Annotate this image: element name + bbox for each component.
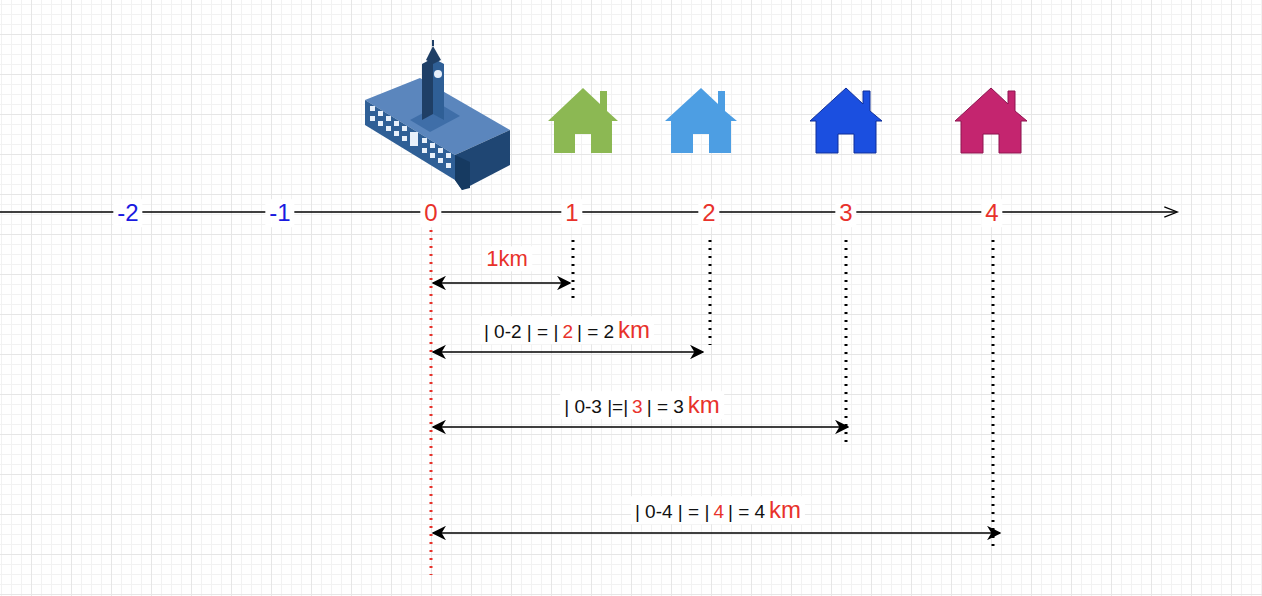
dimension-label: 4 <box>713 501 724 523</box>
axis-tick-label: 1 <box>565 199 578 227</box>
axis-tick-label-group: -1 <box>265 199 294 227</box>
dotted-line <box>572 240 575 300</box>
dimension-label: | = 4 <box>728 501 765 523</box>
axis-tick-label: 2 <box>702 199 715 227</box>
dimension-label: | = 2 <box>577 321 614 343</box>
origin-dotted-line <box>430 230 433 575</box>
dotted-line <box>709 240 712 345</box>
dotted-line <box>992 240 995 552</box>
dimension-label-group: | 0-4 | = |4| = 4km <box>631 496 805 524</box>
dimension-label: | = 3 <box>647 396 684 418</box>
dimension-label-group: | 0-3 |=|3| = 3km <box>560 391 724 419</box>
axis-tick-label: -1 <box>269 199 290 227</box>
dimension-arrow <box>433 426 848 428</box>
dimension-label: 3 <box>632 396 643 418</box>
axis-tick-label: 3 <box>839 199 852 227</box>
axis-tick-label-group: 4 <box>981 199 1002 227</box>
dimension-arrow <box>433 282 570 284</box>
dotted-line <box>845 240 848 442</box>
dimension-label: 2 <box>562 321 573 343</box>
dimension-label: km <box>618 316 650 344</box>
axis-tick-label: 4 <box>985 199 998 227</box>
house-icon <box>548 88 618 153</box>
dimension-label-group: 1km <box>482 246 532 271</box>
dimension-arrow <box>433 351 703 353</box>
axis-tick-label: 0 <box>424 199 437 227</box>
dimension-label: km <box>769 496 801 524</box>
dimension-label: | 0-2 | = | <box>484 321 558 343</box>
axis-tick-label-group: 1 <box>561 199 582 227</box>
dimension-label: | 0-4 | = | <box>635 501 709 523</box>
dimension-label: km <box>688 391 720 419</box>
dimension-label-group: | 0-2 | = |2| = 2km <box>480 316 654 344</box>
axis-tick-label-group: 3 <box>835 199 856 227</box>
house-icon <box>810 88 882 153</box>
dimension-label: 1km <box>486 246 528 271</box>
dimension-arrow <box>433 532 1000 534</box>
dimension-label: | 0-3 |=| <box>564 396 628 418</box>
axis-tick-label-group: 2 <box>698 199 719 227</box>
axis-tick-label: -2 <box>117 199 138 227</box>
house-icon <box>955 88 1027 153</box>
axis-tick-label-group: -2 <box>113 199 142 227</box>
house-icon <box>665 88 737 153</box>
axis-tick-label-group: 0 <box>420 199 441 227</box>
school-icon <box>365 40 510 190</box>
